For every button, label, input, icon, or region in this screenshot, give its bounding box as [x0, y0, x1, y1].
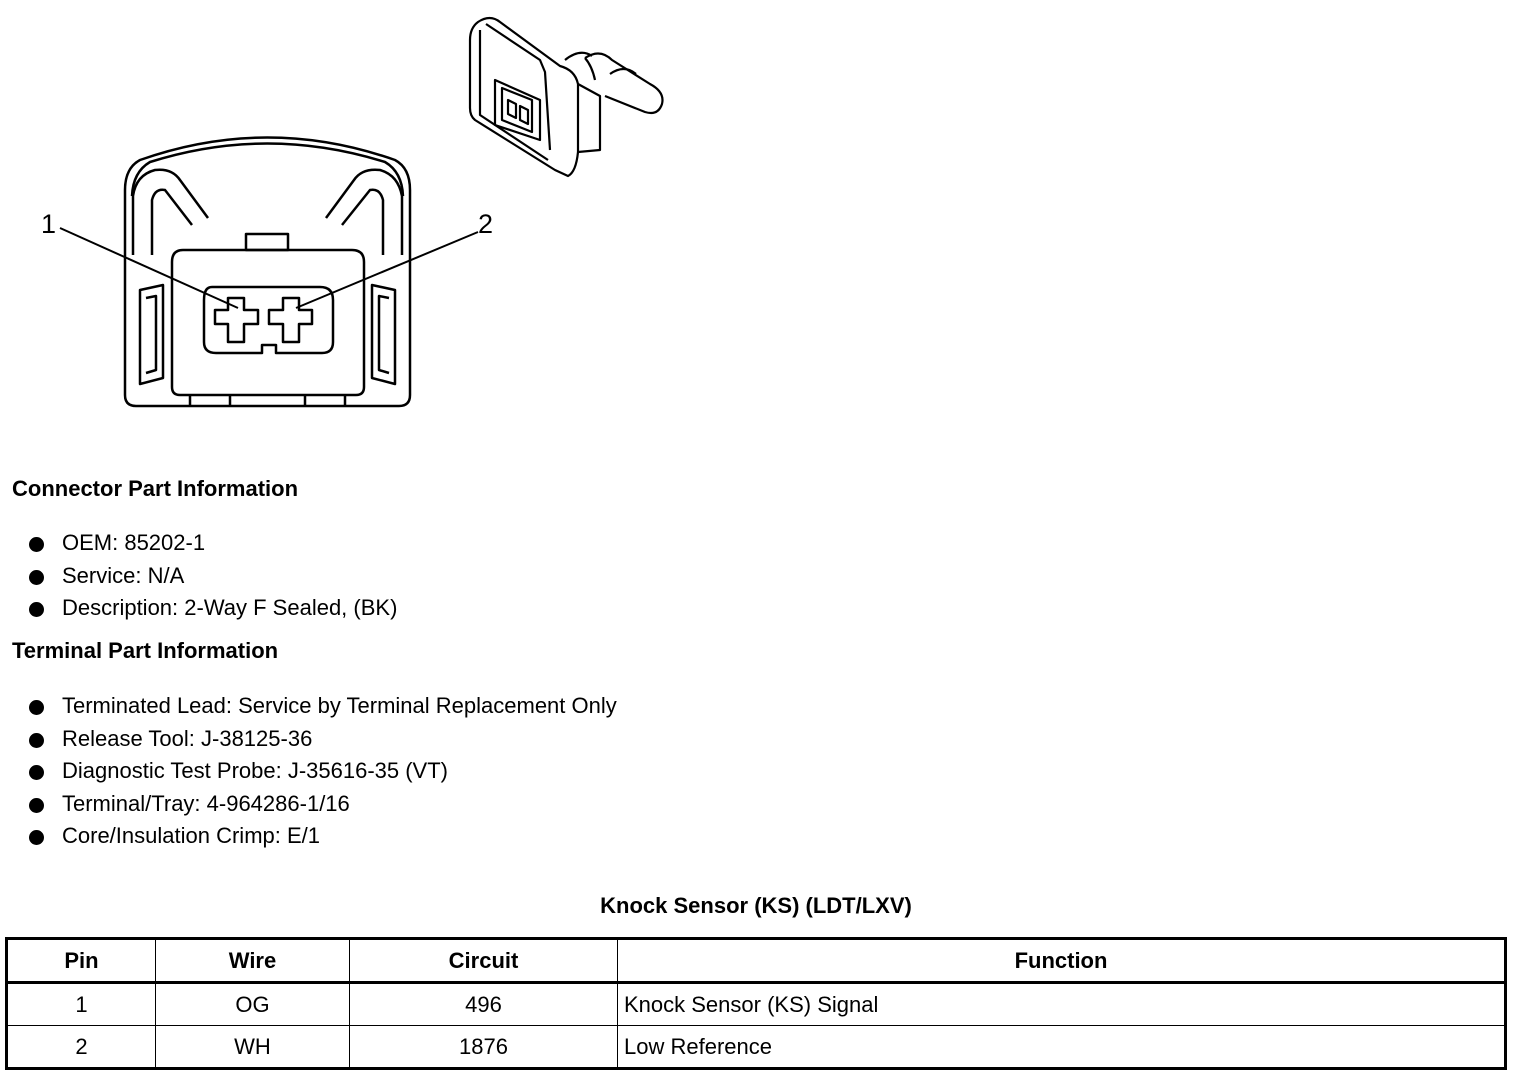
- cell-circuit: 1876: [349, 1025, 618, 1069]
- list-item: Description: 2-Way F Sealed, (BK): [0, 592, 397, 625]
- list-item: Terminal/Tray: 4-964286-1/16: [0, 788, 617, 821]
- connector-perspective-view: [468, 16, 664, 178]
- list-item: Core/Insulation Crimp: E/1: [0, 820, 617, 853]
- table-row: 2 WH 1876 Low Reference: [6, 1025, 1506, 1069]
- list-item: Release Tool: J-38125-36: [0, 723, 617, 756]
- terminal-info-list: Terminated Lead: Service by Terminal Rep…: [0, 690, 617, 853]
- table-row: 1 OG 496 Knock Sensor (KS) Signal: [6, 982, 1506, 1026]
- pinout-table: Pin Wire Circuit Function 1 OG 496 Knock…: [5, 937, 1507, 1070]
- cell-function: Knock Sensor (KS) Signal: [617, 982, 1506, 1026]
- cell-wire: OG: [155, 982, 350, 1026]
- list-item: Service: N/A: [0, 560, 397, 593]
- pin-label-2: 2: [478, 209, 494, 239]
- list-item: Terminated Lead: Service by Terminal Rep…: [0, 690, 617, 723]
- header-circuit: Circuit: [349, 938, 618, 984]
- connector-face: [170, 248, 366, 397]
- terminal-2: [267, 296, 314, 344]
- connector-latch: [130, 142, 405, 197]
- list-item: Diagnostic Test Probe: J-35616-35 (VT): [0, 755, 617, 788]
- terminal-1: [213, 296, 260, 344]
- connector-section-title: Connector Part Information: [12, 476, 299, 501]
- cell-pin: 2: [6, 1025, 156, 1069]
- connector-housing: [123, 136, 412, 408]
- pin-label-1: 1: [41, 209, 57, 239]
- header-pin: Pin: [6, 938, 156, 984]
- cell-function: Low Reference: [617, 1025, 1506, 1069]
- connector-diagram: [59, 16, 664, 408]
- connector-info-list: OEM: 85202-1 Service: N/A Description: 2…: [0, 527, 397, 625]
- cell-wire: WH: [155, 1025, 350, 1069]
- table-header-row: Pin Wire Circuit Function: [6, 938, 1506, 984]
- list-item: OEM: 85202-1: [0, 527, 397, 560]
- cell-circuit: 496: [349, 982, 618, 1026]
- header-wire: Wire: [155, 938, 350, 984]
- header-function: Function: [617, 938, 1506, 984]
- terminal-section-title: Terminal Part Information: [12, 638, 279, 663]
- table-title: Knock Sensor (KS) (LDT/LXV): [600, 893, 912, 918]
- cell-pin: 1: [6, 982, 156, 1026]
